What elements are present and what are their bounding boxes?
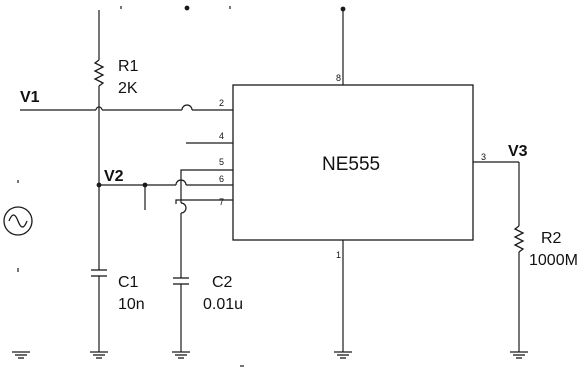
v2-label: V2 bbox=[104, 168, 124, 185]
v1-hop bbox=[95, 106, 103, 111]
pin8-number: 8 bbox=[336, 73, 341, 83]
c1-value: 10n bbox=[118, 296, 145, 313]
ground-icon bbox=[12, 351, 30, 359]
top-junction bbox=[184, 5, 190, 11]
v1-hop-2 bbox=[181, 104, 193, 111]
pin1-number: 1 bbox=[336, 250, 341, 260]
pin7-wire bbox=[175, 199, 233, 204]
ground-icon bbox=[90, 351, 108, 359]
pin7-number: 7 bbox=[219, 197, 224, 207]
c2-name: C2 bbox=[212, 274, 233, 291]
ground-icon bbox=[510, 351, 528, 359]
pin2-number: 2 bbox=[219, 98, 224, 108]
ac-source-icon bbox=[3, 206, 33, 236]
r2-resistor bbox=[513, 225, 525, 253]
r1-resistor bbox=[93, 59, 105, 87]
pin4-number: 4 bbox=[219, 131, 224, 141]
vcc-junction bbox=[340, 6, 346, 12]
v3-label: V3 bbox=[508, 143, 528, 160]
sine-wave-icon bbox=[8, 214, 28, 228]
ground-icon bbox=[172, 351, 190, 359]
chip-name: NE555 bbox=[322, 154, 380, 175]
r2-value: 1000M bbox=[529, 252, 578, 269]
ground-icon bbox=[334, 351, 352, 359]
r1-name: R1 bbox=[118, 58, 139, 75]
pin5-number: 5 bbox=[219, 157, 224, 167]
v1-label: V1 bbox=[20, 89, 40, 106]
c2-value: 0.01u bbox=[203, 296, 243, 313]
c2-hop bbox=[180, 202, 187, 214]
pin5-wire bbox=[180, 169, 233, 178]
r2-name: R2 bbox=[541, 230, 562, 247]
pin3-number: 3 bbox=[481, 152, 486, 162]
v2-junction bbox=[96, 182, 102, 188]
r1-value: 2K bbox=[118, 80, 138, 97]
pin6-number: 6 bbox=[219, 174, 224, 184]
c1-name: C1 bbox=[118, 274, 139, 291]
